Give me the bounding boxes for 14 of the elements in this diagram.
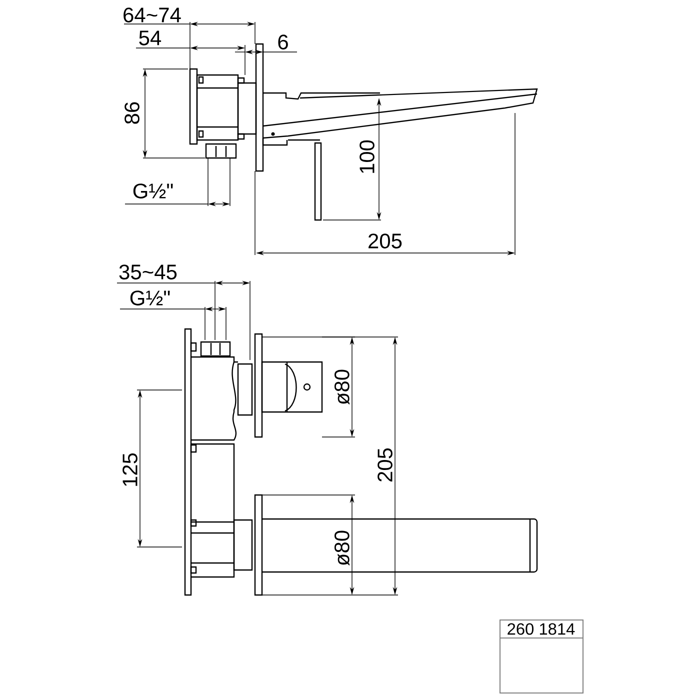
dimension-label: ø80	[334, 370, 350, 405]
dimension-label: 100	[360, 140, 374, 173]
part-number: 260 1814	[508, 623, 575, 635]
dimension-label: 54	[139, 30, 162, 46]
dimension-label: 86	[124, 102, 140, 124]
dimension-label: 35~45	[119, 264, 177, 280]
dimension-label: 205	[368, 234, 402, 248]
dimension-label: G½"	[133, 184, 173, 198]
dimension-label: 64~74	[124, 8, 181, 22]
dimension-label: G½"	[130, 290, 170, 306]
dimension-label: 6	[278, 34, 288, 50]
dimension-label: 205	[378, 448, 392, 482]
dimension-label: ø80	[334, 530, 350, 566]
dimension-label: 125	[122, 453, 138, 486]
